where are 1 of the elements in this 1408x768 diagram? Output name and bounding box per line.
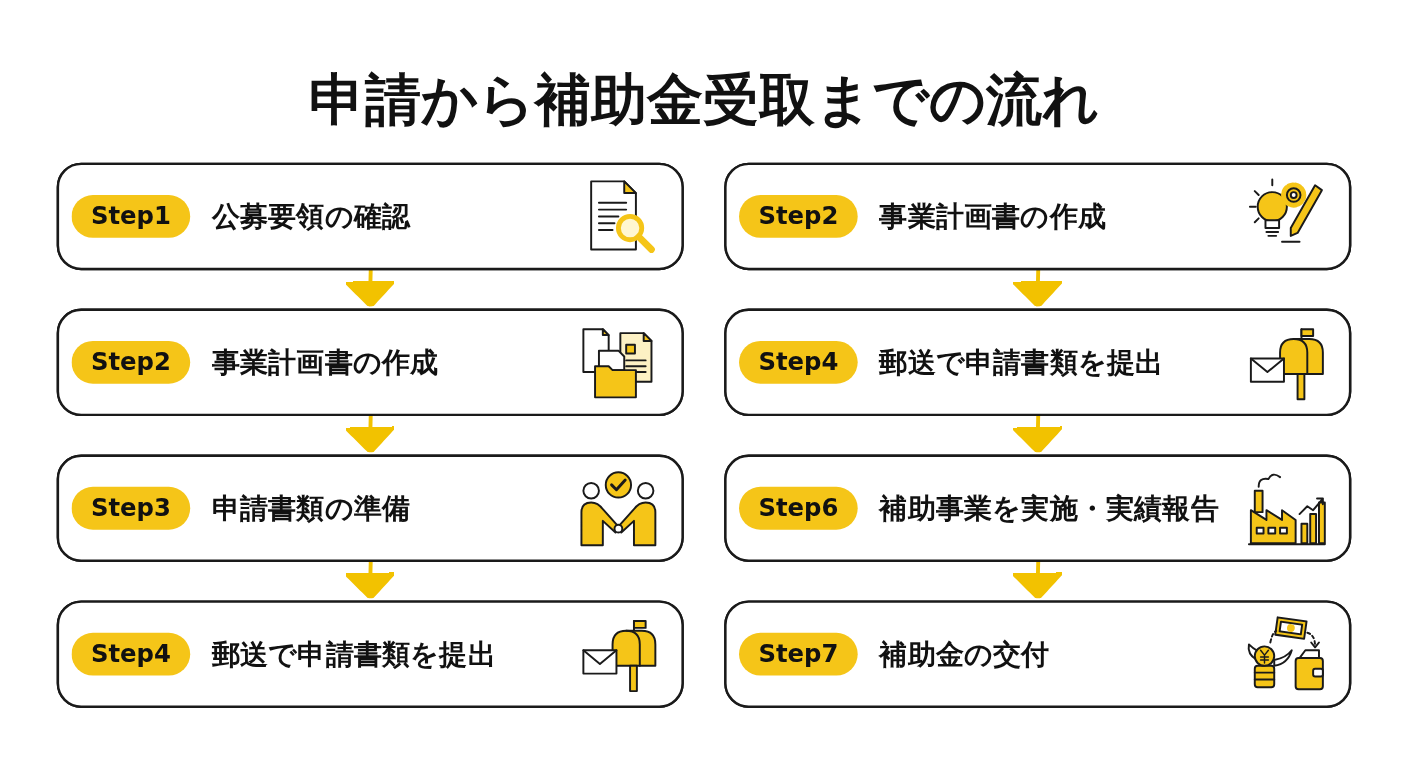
- title: 申請から補助金受取までの流れ: [309, 67, 1099, 133]
